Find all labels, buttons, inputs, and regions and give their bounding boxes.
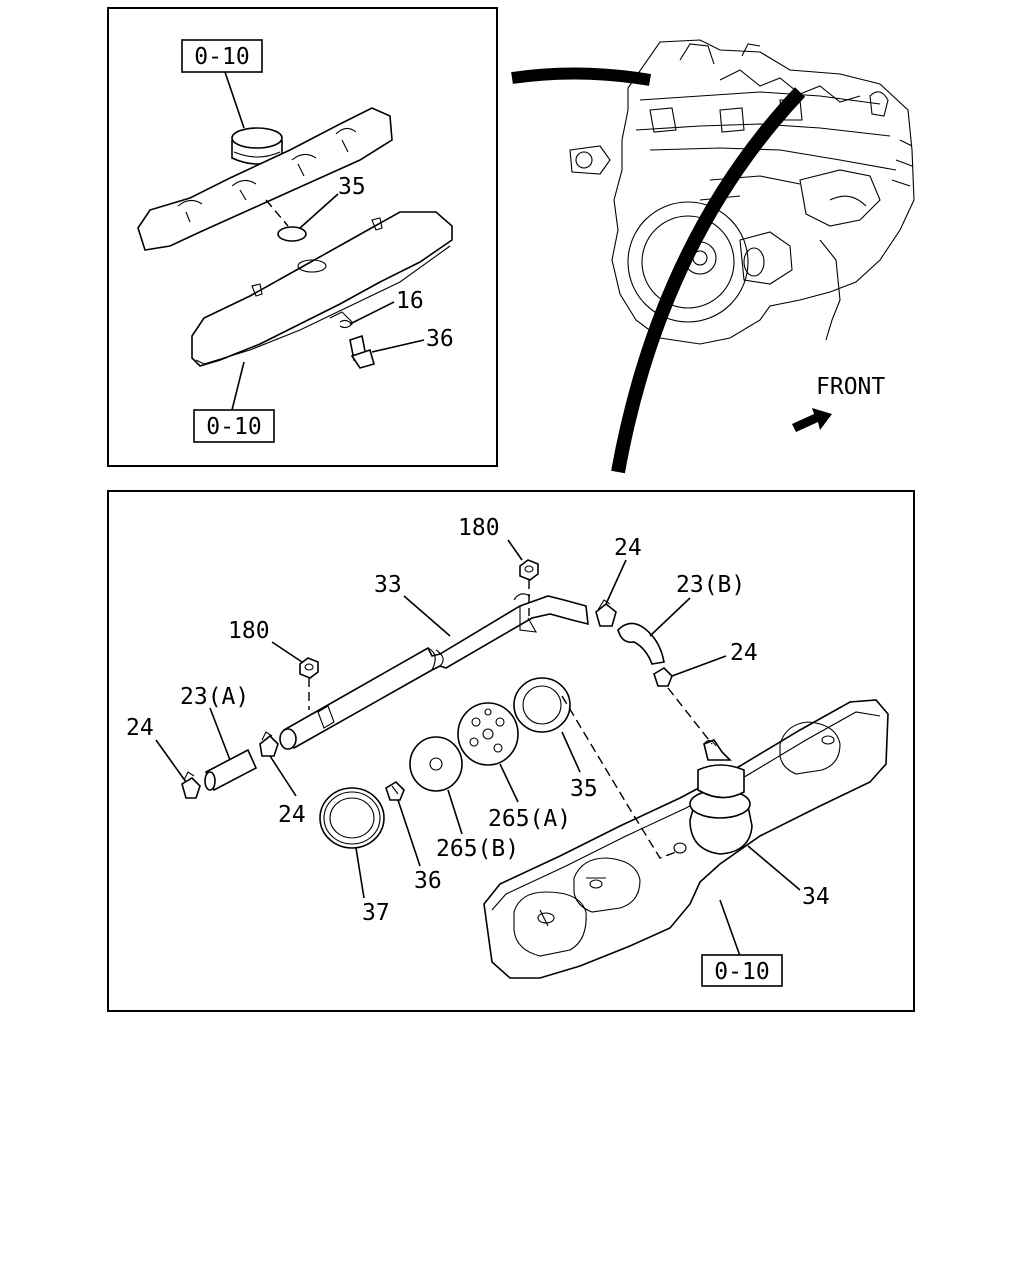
callout-24-mid: 24 [278, 802, 306, 828]
callout-36-top: 36 [426, 326, 454, 352]
callout-36-bottom: 36 [414, 868, 442, 894]
guide-gasket [561, 695, 677, 859]
guide-breather [667, 687, 713, 745]
plate-265a [457, 702, 519, 766]
mount-hole [673, 842, 687, 854]
bottom-panel: 0-10 180 24 33 23(B) 180 24 23(A) 24 24 … [107, 490, 915, 1012]
nut-180-left [299, 657, 319, 679]
guide-line-cap [265, 199, 289, 227]
breather-fitting-36 [349, 334, 375, 369]
clamp-24-right [653, 666, 673, 687]
callout-24-right: 24 [730, 640, 758, 666]
leader-16 [349, 301, 395, 325]
callout-180-left: 180 [228, 618, 270, 644]
oil-filler-cap [231, 127, 283, 165]
callout-23a: 23(A) [180, 684, 249, 710]
clamp-24-left [181, 771, 201, 799]
o-ring-35 [277, 226, 307, 242]
front-arrow-icon [792, 408, 832, 432]
leader-24-right [671, 655, 727, 677]
nut-180-top [519, 559, 539, 581]
hose-23a [204, 748, 258, 792]
clamp-24-mid [259, 731, 279, 757]
callout-33: 33 [374, 572, 402, 598]
callout-34: 34 [802, 884, 830, 910]
rocker-cover-large [483, 699, 889, 979]
callout-23b: 23(B) [676, 572, 745, 598]
ref-box-bottom [193, 409, 275, 443]
leader-ref-top [224, 71, 245, 129]
top-left-frame [107, 7, 498, 467]
leader-34 [747, 845, 801, 891]
pointer-curve-lower [611, 87, 806, 474]
rocker-cover-upper [137, 107, 393, 251]
clip-16 [339, 319, 353, 329]
leader-33 [403, 595, 451, 637]
leader-35-top [299, 193, 339, 229]
engine-view: FRONT [511, 39, 915, 474]
breather-34 [689, 739, 753, 855]
leader-180-top [507, 539, 523, 561]
bolt-36 [385, 780, 405, 801]
ref-box-cover [701, 954, 783, 987]
leader-35-bottom [561, 731, 581, 773]
ref-box-top [181, 39, 263, 73]
hose-23b [617, 622, 665, 665]
top-left-panel: 0-10 0-10 35 16 36 [107, 7, 498, 467]
callout-16: 16 [396, 288, 424, 314]
front-label: FRONT [816, 374, 885, 400]
clamp-24-top [595, 599, 617, 627]
pointer-curve-upper [511, 67, 652, 86]
leader-23b [649, 597, 691, 637]
ref-label-cover: 0-10 [714, 959, 769, 985]
leader-265b [447, 789, 463, 835]
callout-24-left: 24 [126, 715, 154, 741]
gasket-35 [513, 677, 571, 733]
callout-35-top: 35 [338, 174, 366, 200]
ref-label-top: 0-10 [194, 44, 249, 70]
leader-ref-cover [719, 899, 741, 957]
leader-180-left [271, 641, 303, 663]
leader-265a [499, 763, 519, 803]
leader-36-top [371, 339, 425, 353]
leader-36-bottom [397, 799, 421, 867]
callout-35-bottom: 35 [570, 776, 598, 802]
leader-23a [209, 707, 231, 761]
callout-24-top: 24 [614, 535, 642, 561]
seal-37 [319, 787, 385, 849]
leader-24-top [605, 559, 627, 605]
leader-37 [355, 847, 365, 899]
engine-drawing [569, 39, 915, 345]
callout-265b: 265(B) [436, 836, 519, 862]
ref-label-bottom: 0-10 [206, 414, 261, 440]
callout-265a: 265(A) [488, 806, 571, 832]
leader-24-mid [269, 755, 297, 797]
callout-180-top: 180 [458, 515, 500, 541]
callout-37: 37 [362, 900, 390, 926]
bottom-frame [107, 490, 915, 1012]
rocker-cover-lower [191, 211, 453, 367]
leader-24-left [155, 739, 187, 783]
plate-265b [409, 736, 463, 792]
tube-33 [279, 593, 589, 750]
leader-ref-bottom [231, 361, 245, 411]
